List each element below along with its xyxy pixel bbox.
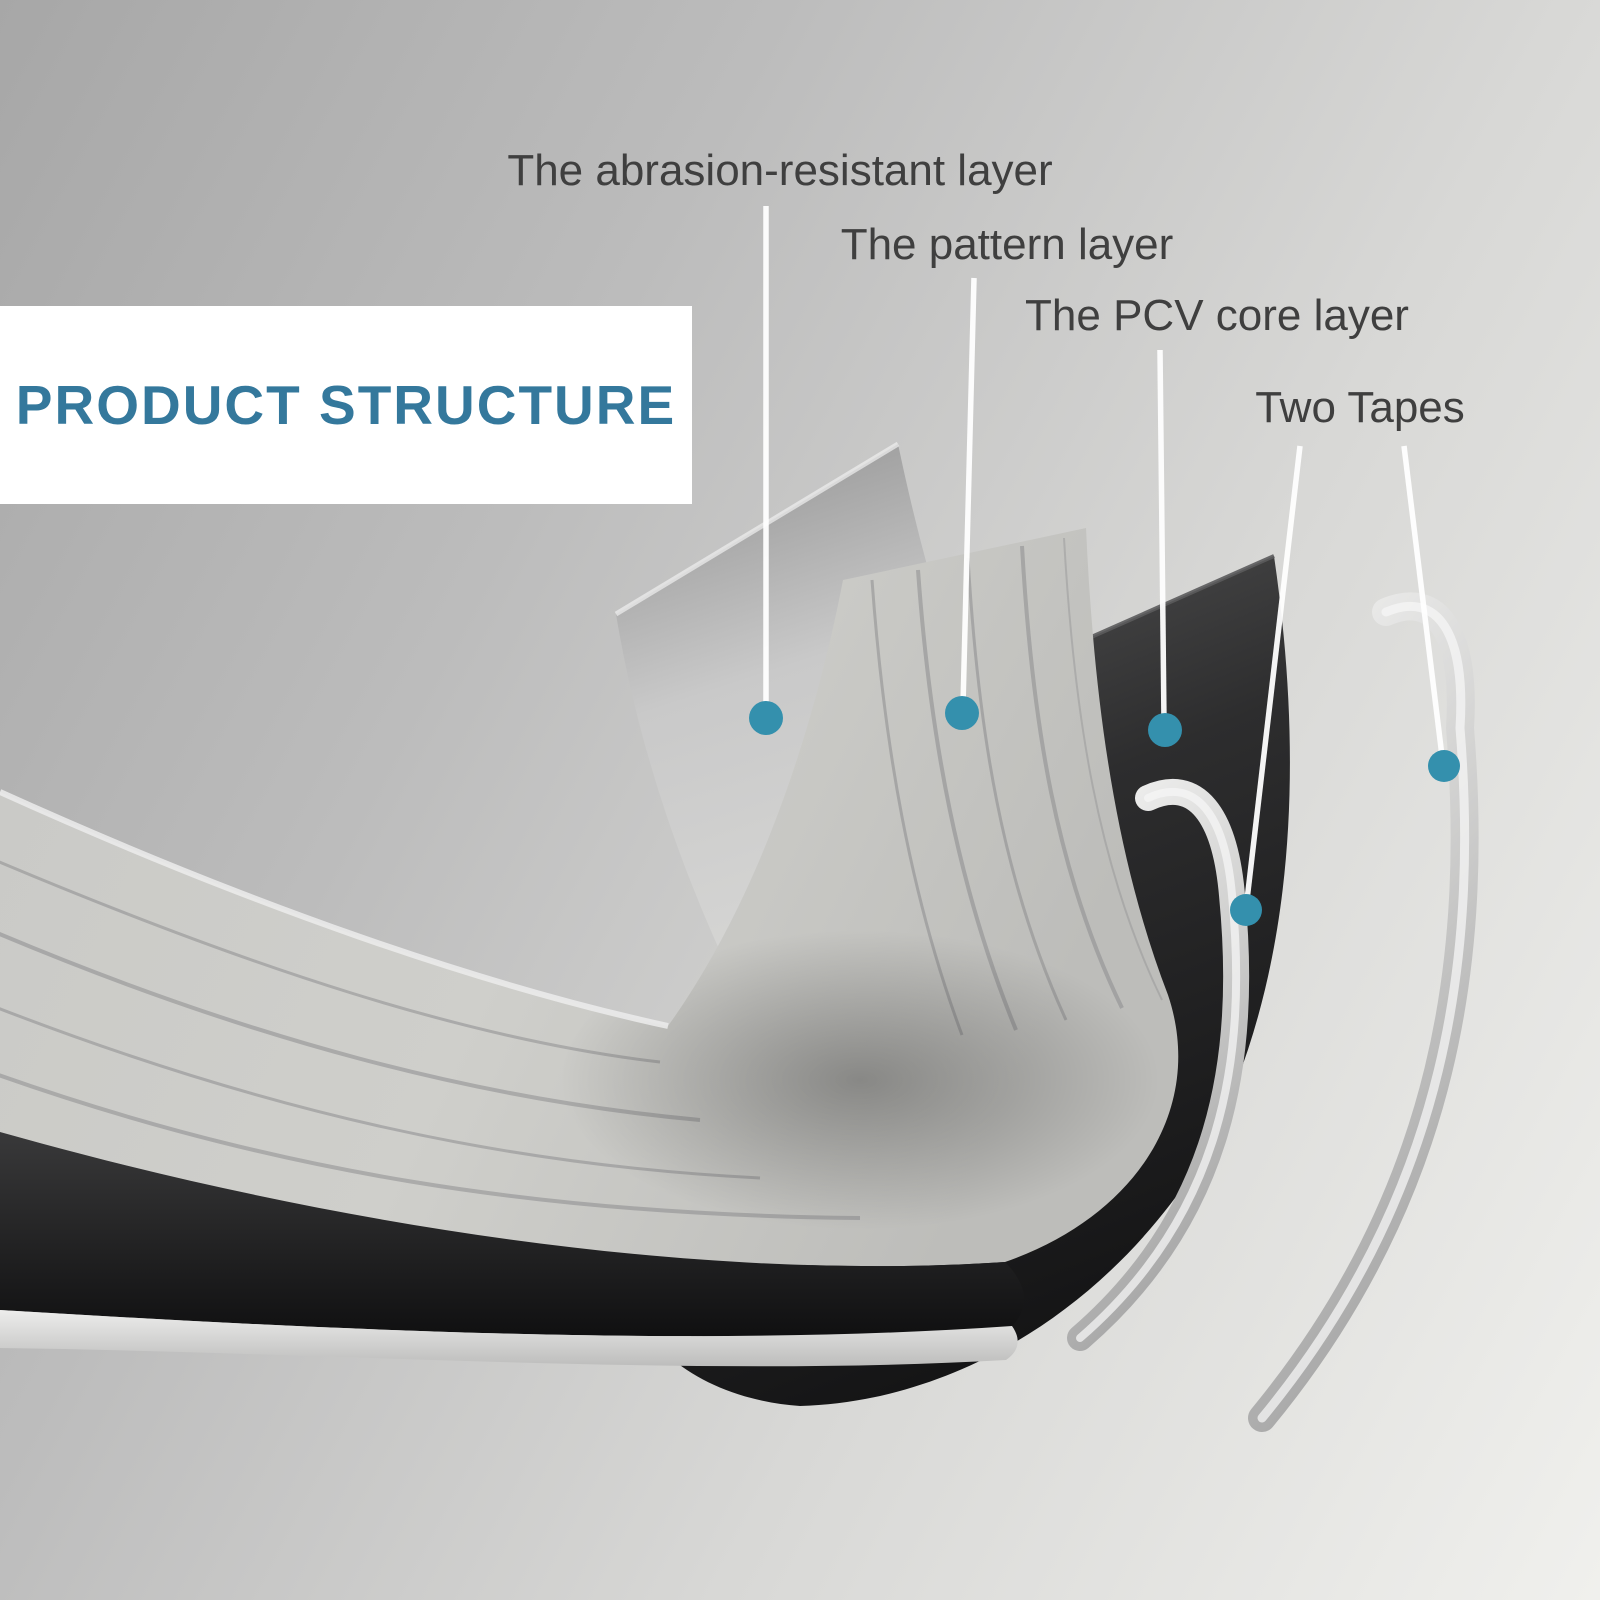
- callout-dot-core: [1148, 713, 1182, 747]
- label-abrasion-layer: The abrasion-resistant layer: [507, 146, 1053, 195]
- tape-ribbon-1: [1067, 779, 1250, 1351]
- label-pattern-layer: The pattern layer: [840, 220, 1174, 269]
- plank-bottom-strip: [0, 1310, 1018, 1367]
- tape-ribbon-2: [1248, 592, 1479, 1432]
- page-title: PRODUCT STRUCTURE: [15, 374, 677, 436]
- pattern-layer-sheet: [0, 528, 1179, 1267]
- callout-dots: [749, 696, 1460, 926]
- title-panel: PRODUCT STRUCTURE: [0, 306, 692, 504]
- callout-dot-tape-1: [1230, 894, 1262, 926]
- leader-line-tape-1: [1244, 445, 1303, 901]
- leader-line-pattern: [960, 277, 977, 706]
- leader-line-tape-2: [1401, 445, 1445, 757]
- callout-dot-pattern: [945, 696, 979, 730]
- leader-lines: [763, 206, 1445, 901]
- plank-front-edge: [0, 1132, 1025, 1337]
- leader-line-core: [1157, 349, 1167, 723]
- label-pcv-core-layer: The PCV core layer: [1025, 291, 1409, 340]
- wood-grain-texture: [0, 537, 1163, 1220]
- callout-dot-abrasion: [749, 701, 783, 735]
- label-two-tapes: Two Tapes: [1255, 383, 1465, 432]
- callout-dot-tape-2: [1428, 750, 1460, 782]
